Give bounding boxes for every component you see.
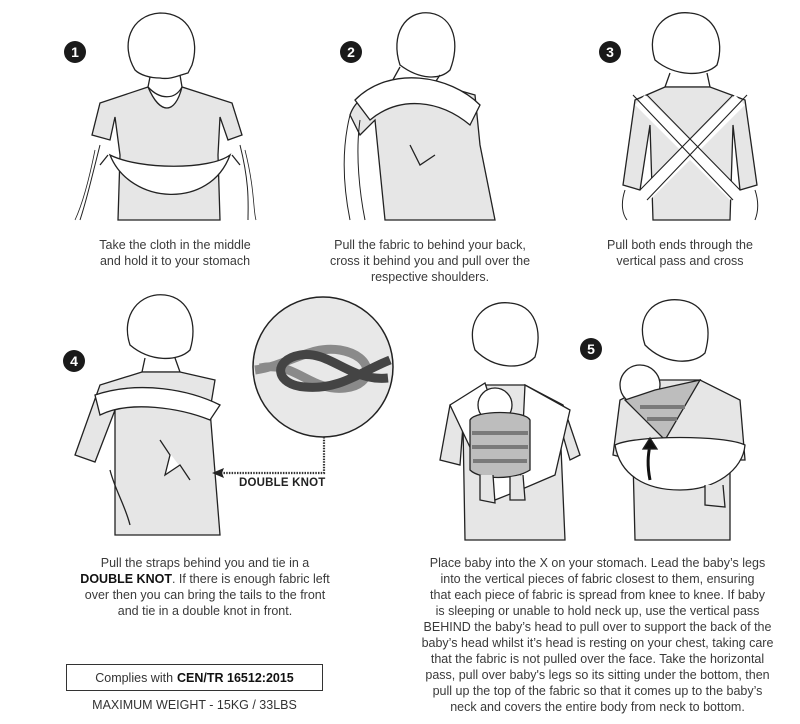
caption-text: . If there is enough fabric left bbox=[171, 572, 330, 586]
arrowhead-icon bbox=[212, 468, 224, 478]
step-4-caption: Pull the straps behind you and tie in a … bbox=[45, 555, 365, 619]
step-5a-illustration bbox=[439, 302, 581, 541]
step-2-caption: Pull the fabric to behind your back, cro… bbox=[290, 237, 570, 285]
caption-line: and hold it to your stomach bbox=[99, 254, 251, 268]
step-1-badge: 1 bbox=[64, 41, 86, 63]
caption-line: vertical pass and cross bbox=[616, 254, 744, 268]
step-4-badge: 4 bbox=[63, 350, 85, 372]
caption-line: pull up the top of the fabric so that it… bbox=[432, 684, 763, 698]
maximum-weight: MAXIMUM WEIGHT - 15KG / 33LBS bbox=[92, 698, 297, 712]
caption-bold: DOUBLE KNOT bbox=[80, 572, 172, 586]
caption-line: Pull both ends through the bbox=[607, 238, 753, 252]
caption-line: and tie in a double knot in front. bbox=[117, 604, 293, 618]
caption-line: respective shoulders. bbox=[370, 270, 490, 284]
step-5-caption: Place baby into the X on your stomach. L… bbox=[395, 555, 800, 715]
caption-line: BEHIND the baby’s head to pull over to s… bbox=[423, 620, 772, 634]
knot-rope-dark bbox=[276, 350, 392, 392]
up-arrow-icon bbox=[646, 444, 652, 481]
step-number: 3 bbox=[606, 44, 614, 60]
step-5-badge: 5 bbox=[580, 338, 602, 360]
caption-line: into the vertical pieces of fabric close… bbox=[440, 572, 755, 586]
step-2-badge: 2 bbox=[340, 41, 362, 63]
double-knot-label: DOUBLE KNOT bbox=[239, 477, 326, 489]
caption-line: over then you can bring the tails to the… bbox=[84, 588, 326, 602]
step-4-illustration bbox=[74, 294, 221, 536]
compliance-prefix: Complies with bbox=[95, 670, 174, 685]
step-5b-illustration bbox=[612, 299, 746, 541]
step-3-caption: Pull both ends through the vertical pass… bbox=[560, 237, 800, 269]
step-2-illustration bbox=[343, 12, 496, 221]
step-number: 1 bbox=[71, 44, 79, 60]
caption-line: Pull the straps behind you and tie in a bbox=[100, 556, 310, 570]
callout-pointer bbox=[220, 437, 326, 475]
step-number: 5 bbox=[587, 341, 595, 357]
step-3-badge: 3 bbox=[599, 41, 621, 63]
double-knot-callout bbox=[212, 296, 394, 478]
compliance-standard: CEN/TR 16512:2015 bbox=[177, 670, 294, 685]
step-1-illustration bbox=[74, 12, 257, 221]
caption-line: Place baby into the X on your stomach. L… bbox=[429, 556, 766, 570]
caption-line: neck and covers the entire body from nec… bbox=[450, 700, 745, 714]
caption-line: that each piece of fabric is spread from… bbox=[430, 588, 765, 602]
caption-line: pass, pull over baby's legs so its sitti… bbox=[425, 668, 770, 682]
caption-line: baby’s head whilst it’s head is resting … bbox=[421, 636, 774, 650]
caption-line: DOUBLE KNOT. If there is enough fabric l… bbox=[45, 571, 365, 587]
compliance-box: Complies with CEN/TR 16512:2015 bbox=[66, 664, 323, 691]
caption-line: that the fabric is not pulled over the f… bbox=[430, 652, 765, 666]
caption-line: cross it behind you and pull over the bbox=[329, 254, 531, 268]
step-1-caption: Take the cloth in the middle and hold it… bbox=[50, 237, 300, 269]
step-number: 4 bbox=[70, 353, 78, 369]
caption-line: Pull the fabric to behind your back, bbox=[334, 238, 526, 252]
caption-line: Take the cloth in the middle bbox=[99, 238, 251, 252]
step-number: 2 bbox=[347, 44, 355, 60]
step-3-illustration bbox=[621, 12, 759, 221]
caption-line: is sleeping or unable to hold neck up, u… bbox=[435, 604, 760, 618]
